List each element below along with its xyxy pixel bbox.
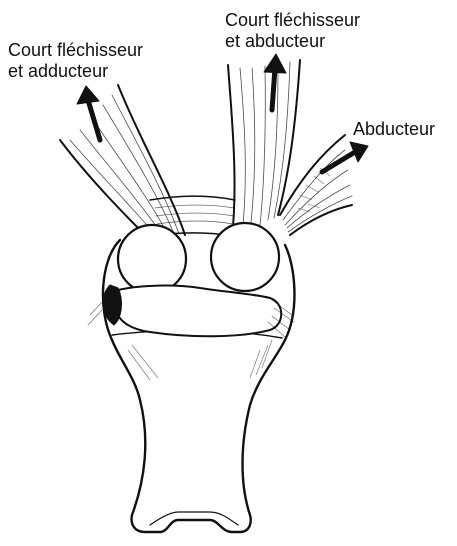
left-sesamoid	[118, 225, 186, 293]
label-right-line1: Abducteur	[353, 119, 435, 140]
label-court-flechisseur-abducteur: Court fléchisseur et abducteur	[225, 10, 360, 52]
left-tendon	[60, 85, 185, 240]
arrow-right-icon	[322, 142, 368, 172]
label-left-line1: Court fléchisseur	[8, 40, 143, 61]
joint-capsule	[88, 285, 294, 338]
arrow-top-icon	[264, 54, 286, 110]
label-abducteur: Abducteur	[353, 119, 435, 140]
label-left-line2: et adducteur	[8, 61, 143, 82]
arrow-left-icon	[77, 86, 100, 140]
label-top-line1: Court fléchisseur	[225, 10, 360, 31]
right-sesamoid	[211, 223, 279, 291]
label-court-flechisseur-adducteur: Court fléchisseur et adducteur	[8, 40, 143, 82]
label-top-line2: et abducteur	[225, 31, 360, 52]
